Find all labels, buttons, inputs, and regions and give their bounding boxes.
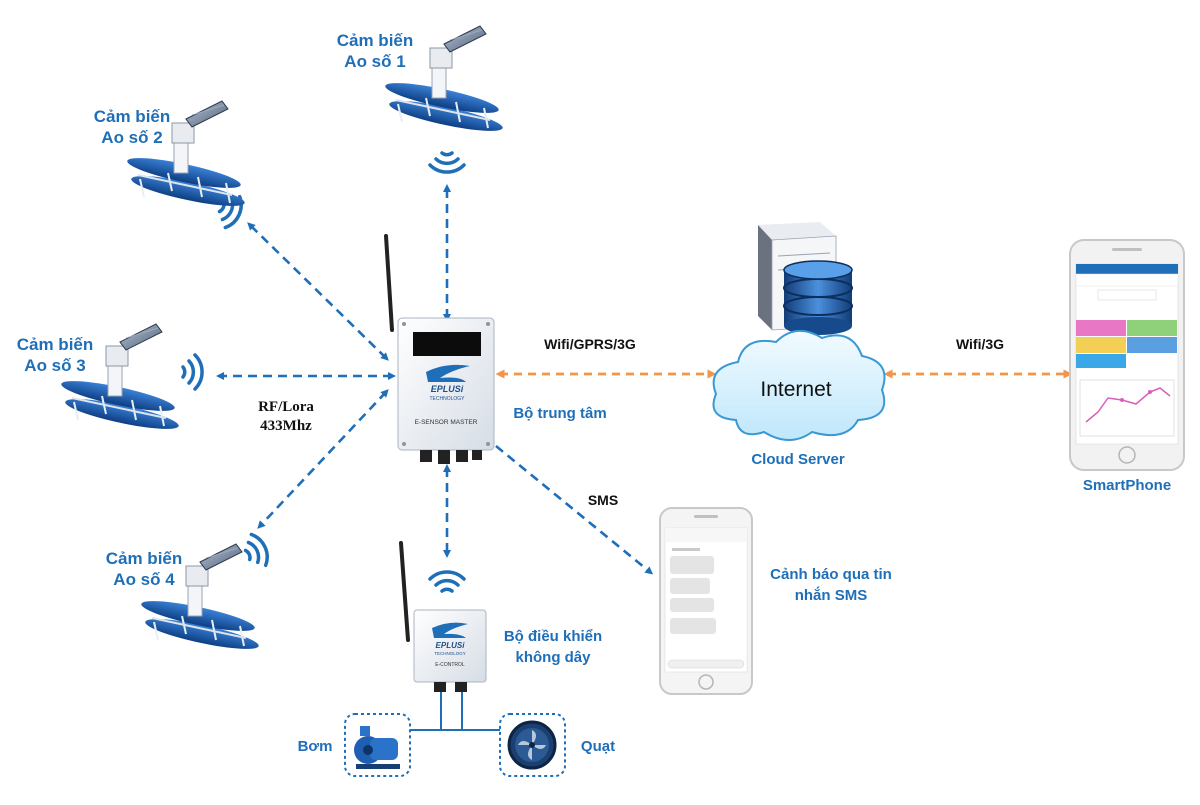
controller-brand: EPLUSi [436, 641, 466, 650]
wifi-gprs-label: Wifi/GPRS/3G [544, 336, 636, 352]
pump-device [344, 713, 411, 777]
sensor-4-label: Cảm biến Ao số 4 [94, 548, 194, 590]
internet-cloud-icon: Internet [712, 330, 886, 441]
signal-icon-controller [428, 570, 466, 593]
rf-lora-label-line1: RF/Lora [258, 399, 314, 415]
fan-label: Quạt [580, 738, 616, 755]
sms-alert-label: Cảnh báo qua tin nhắn SMS [756, 564, 906, 606]
hub-label: Bộ trung tâm [513, 405, 607, 422]
signal-icon-sensor-4 [238, 529, 274, 573]
sensor-2-label: Cảm biến Ao số 2 [82, 106, 182, 148]
sensor-3-label: Cảm biến Ao số 3 [5, 334, 105, 376]
sensor-1-label-line2: Ao số 1 [344, 52, 406, 71]
sensor-4-label-line2: Ao số 4 [113, 570, 175, 589]
hub-brand: EPLUSi [431, 384, 464, 394]
rf-lora-label-line2: 433Mhz [260, 418, 312, 434]
sms-alert-label-line1: Cảnh báo qua tin [770, 566, 892, 583]
smartphone-device [1069, 239, 1185, 471]
pump-label: Bơm [297, 738, 333, 755]
sensor-3-label-line1: Cảm biến [16, 335, 94, 354]
controller-label-line1: Bộ điều khiển [503, 628, 603, 645]
sms-phone-device [659, 507, 753, 695]
hub-device: EPLUSi TECHNOLOGY E-SENSOR MASTER [384, 234, 495, 464]
cloud-server-label: Cloud Server [751, 451, 845, 468]
controller-device: EPLUSi TECHNOLOGY E-CONTROL [399, 541, 487, 692]
controller-label: Bộ điều khiển không dây [488, 626, 618, 668]
sensor-1-label-line1: Cảm biến [336, 31, 414, 50]
link-sensor-4 [257, 389, 389, 529]
sensor-4-label-line1: Cảm biến [105, 549, 183, 568]
link-sms [495, 444, 654, 575]
signal-icon-sensor-3 [181, 353, 204, 391]
signal-icon-sensor-1 [428, 151, 466, 174]
fan-device [499, 713, 566, 777]
database-icon [783, 260, 853, 335]
rf-lora-label: RF/Lora 433Mhz [246, 398, 326, 436]
wireless-links [216, 184, 654, 575]
sensor-2-label-line1: Cảm biến [93, 107, 171, 126]
smartphone-label: SmartPhone [1082, 477, 1172, 494]
hub-model: E-SENSOR MASTER [415, 419, 478, 426]
controller-model: E-CONTROL [435, 662, 465, 668]
controller-brand-sub: TECHNOLOGY [434, 651, 466, 656]
internet-label: Internet [760, 378, 831, 401]
hub-brand-sub: TECHNOLOGY [429, 396, 465, 402]
sensor-2-label-line2: Ao số 2 [101, 128, 163, 147]
sms-alert-label-line2: nhắn SMS [794, 587, 868, 604]
link-sensor-2 [247, 222, 389, 361]
sms-label: SMS [587, 492, 619, 508]
sensor-3-label-line2: Ao số 3 [24, 356, 86, 375]
wifi-3g-label: Wifi/3G [955, 336, 1005, 352]
controller-label-line2: không dây [515, 649, 591, 666]
sensor-1-label: Cảm biến Ao số 1 [325, 30, 425, 72]
